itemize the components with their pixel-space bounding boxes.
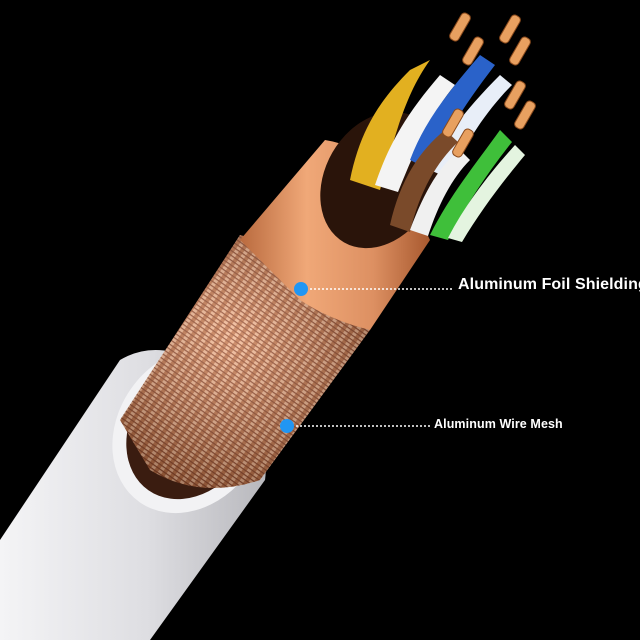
copper-tips (442, 12, 536, 158)
foil-callout (294, 282, 454, 296)
foil-marker (294, 282, 308, 296)
foil-shielding-label: Aluminum Foil Shielding (458, 276, 640, 293)
mesh-callout (280, 419, 430, 433)
mesh-marker (280, 419, 294, 433)
twisted-pairs (350, 55, 525, 242)
wire-mesh-label: Aluminum Wire Mesh (434, 417, 563, 431)
